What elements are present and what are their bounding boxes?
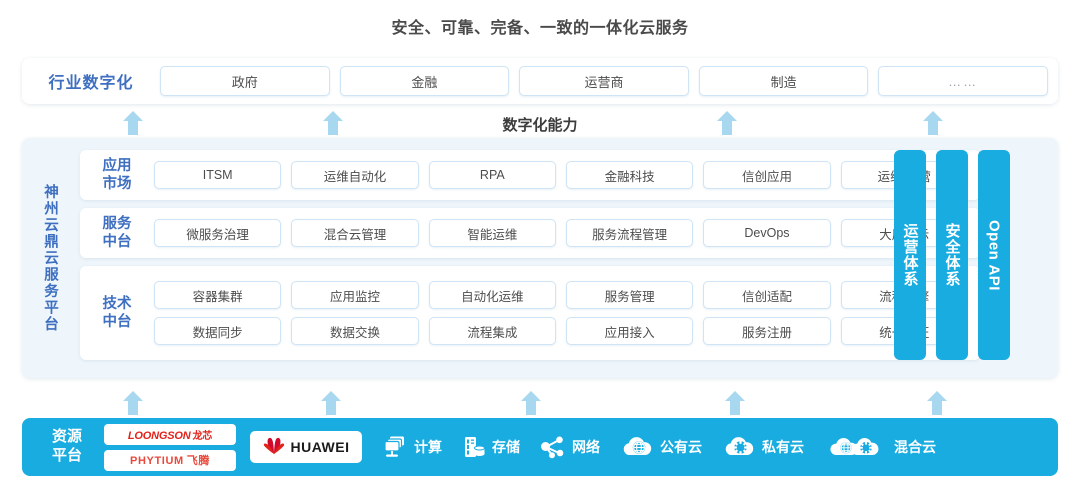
chip-service-registration[interactable]: 服务注册 [703, 317, 831, 345]
up-arrow-icon [926, 390, 948, 416]
chip-automated-ops[interactable]: 自动化运维 [428, 281, 556, 309]
band-label-application-market: 应用 市场 [102, 157, 132, 192]
compute-icon [382, 435, 408, 459]
resource-item-label: 网络 [572, 439, 600, 455]
band-technical-midplatform: 技术 中台 容器集群 应用监控 自动化运维 服务管理 信创适配 流程引擎 数据同… [80, 266, 980, 360]
private-cloud-icon [722, 435, 756, 459]
chip-service-management[interactable]: 服务管理 [565, 281, 694, 309]
up-arrow-icon [922, 110, 944, 136]
vertical-bar-security-system[interactable]: 安全体系 [936, 150, 968, 360]
up-arrow-icon [122, 390, 144, 416]
up-arrow-icon [320, 390, 342, 416]
resource-item-compute[interactable]: 计算 [382, 435, 442, 459]
industry-row: 行业数字化 政府 金融 运营商 制造 …… [22, 58, 1058, 104]
chip-fintech[interactable]: 金融科技 [565, 161, 694, 189]
band-application-market: 应用 市场 ITSM 运维自动化 RPA 金融科技 信创应用 运维/运营 [80, 150, 980, 200]
chip-process-integration[interactable]: 流程集成 [428, 317, 556, 345]
resource-platform-label: 资源 平台 [51, 428, 82, 464]
huawei-wordmark: HUAWEI [290, 439, 350, 455]
chip-hybrid-cloud-mgmt[interactable]: 混合云管理 [291, 219, 419, 247]
industry-item-government[interactable]: 政府 [160, 66, 330, 96]
band-service-midplatform: 服务 中台 微服务治理 混合云管理 智能运维 服务流程管理 DevOps 大屏展… [80, 208, 980, 258]
chip-intelligent-ops[interactable]: 智能运维 [428, 219, 556, 247]
chip-itsm[interactable]: ITSM [154, 161, 282, 189]
band-items-technical-midplatform: 容器集群 应用监控 自动化运维 服务管理 信创适配 流程引擎 数据同步 数据交换… [154, 281, 980, 345]
items-row: 微服务治理 混合云管理 智能运维 服务流程管理 DevOps 大屏展示 [154, 219, 968, 247]
huawei-flower-icon [263, 435, 285, 460]
chip-xinchuang-app[interactable]: 信创应用 [703, 161, 831, 189]
vertical-bar-open-api[interactable]: Open API [978, 150, 1010, 360]
vertical-bar-operations-system[interactable]: 运营体系 [894, 150, 926, 360]
resource-item-label: 私有云 [762, 439, 804, 455]
resource-item-label: 计算 [414, 439, 442, 455]
industry-row-label: 行业数字化 [48, 75, 134, 92]
up-arrow-icon [716, 110, 738, 136]
storage-icon [462, 435, 486, 459]
band-items-service-midplatform: 微服务治理 混合云管理 智能运维 服务流程管理 DevOps 大屏展示 [154, 219, 980, 247]
band-label-service-midplatform: 服务 中台 [102, 215, 132, 250]
page-title: 安全、可靠、完备、一致的一体化云服务 [391, 20, 689, 37]
chip-xinchuang-adaptation[interactable]: 信创适配 [703, 281, 831, 309]
chip-application-access[interactable]: 应用接入 [565, 317, 694, 345]
resource-item-public-cloud[interactable]: 公有云 [620, 435, 702, 459]
chip-devops[interactable]: DevOps [703, 219, 831, 247]
resource-item-label: 存储 [492, 439, 520, 455]
up-arrow-icon [724, 390, 746, 416]
band-label-technical-midplatform: 技术 中台 [102, 295, 132, 330]
industry-item-manufacturing[interactable]: 制造 [698, 66, 869, 96]
logo-huawei[interactable]: HUAWEI [250, 431, 362, 463]
chip-microservice-governance[interactable]: 微服务治理 [154, 219, 282, 247]
band-items-application-market: ITSM 运维自动化 RPA 金融科技 信创应用 运维/运营 [154, 161, 980, 189]
network-icon [540, 435, 566, 459]
items-row: 容器集群 应用监控 自动化运维 服务管理 信创适配 流程引擎 [154, 281, 968, 309]
resource-item-hybrid-cloud[interactable]: 混合云 [830, 435, 936, 459]
industry-item-finance[interactable]: 金融 [339, 66, 510, 96]
resource-item-storage[interactable]: 存储 [462, 435, 520, 459]
resource-item-private-cloud[interactable]: 私有云 [722, 435, 804, 459]
items-row: ITSM 运维自动化 RPA 金融科技 信创应用 运维/运营 [154, 161, 968, 189]
items-row: 数据同步 数据交换 流程集成 应用接入 服务注册 统一认证 [154, 317, 968, 345]
chip-service-process-mgmt[interactable]: 服务流程管理 [565, 219, 694, 247]
resource-item-label: 公有云 [660, 439, 702, 455]
chip-application-monitoring[interactable]: 应用监控 [291, 281, 419, 309]
resource-item-label: 混合云 [894, 439, 936, 455]
up-arrow-icon [122, 110, 144, 136]
industry-item-carrier[interactable]: 运营商 [519, 66, 689, 96]
industry-item-more[interactable]: …… [878, 66, 1048, 96]
resource-item-network[interactable]: 网络 [540, 435, 600, 459]
chip-container-cluster[interactable]: 容器集群 [154, 281, 282, 309]
chip-ops-automation[interactable]: 运维自动化 [291, 161, 419, 189]
platform-vertical-label: 神州云鼎云服务平台 [41, 183, 58, 333]
chip-data-exchange[interactable]: 数据交换 [291, 317, 419, 345]
up-arrow-icon [322, 110, 344, 136]
chip-rpa[interactable]: RPA [428, 161, 556, 189]
hybrid-cloud-icon [830, 435, 888, 459]
chip-data-sync[interactable]: 数据同步 [154, 317, 282, 345]
capability-label: 数字化能力 [502, 117, 578, 134]
up-arrow-icon [520, 390, 542, 416]
public-cloud-icon [620, 435, 654, 459]
